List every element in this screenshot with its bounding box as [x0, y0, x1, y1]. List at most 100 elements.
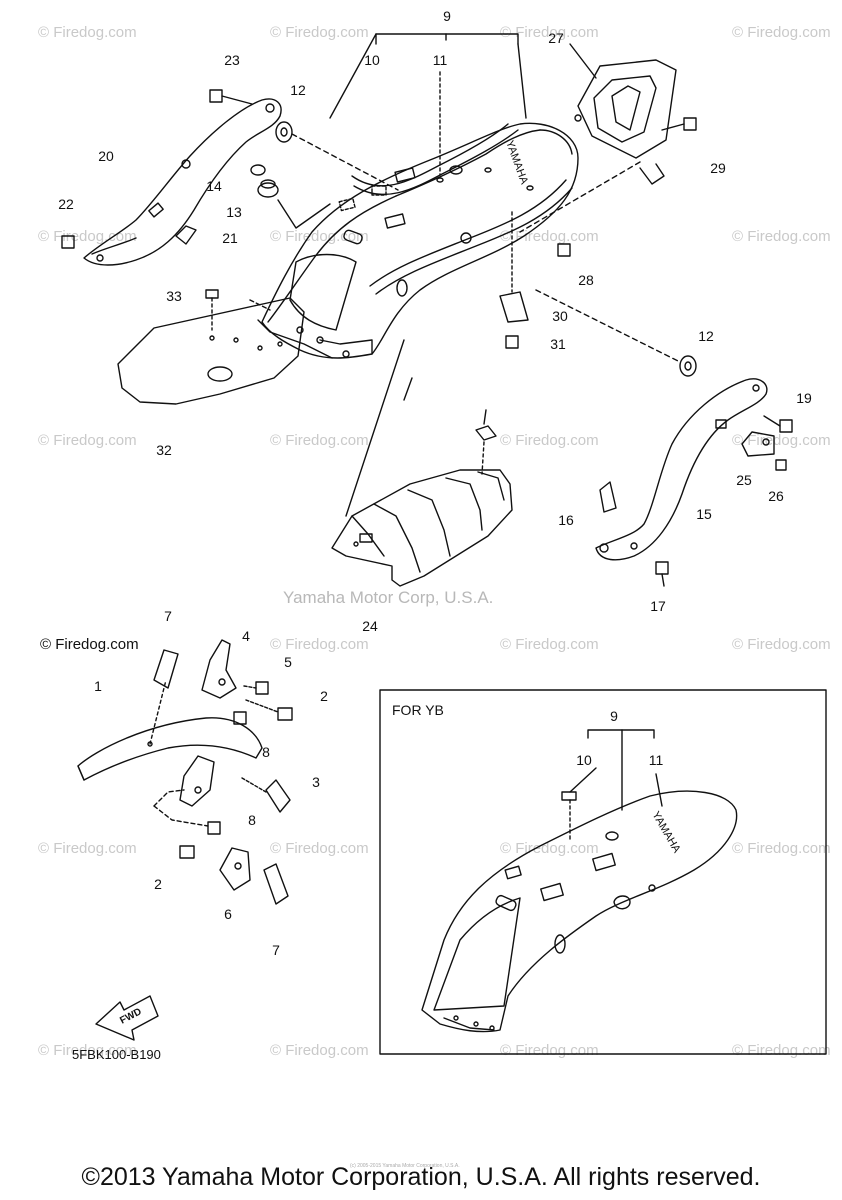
screw-32	[205, 289, 219, 331]
damper-12-left	[275, 121, 293, 143]
bracket-4	[201, 639, 237, 699]
watermark: © Firedog.com	[732, 432, 831, 449]
watermark: © Firedog.com	[732, 24, 831, 41]
leader	[153, 805, 209, 827]
watermark: © Firedog.com	[270, 432, 369, 449]
inset-callout-10: 10	[576, 752, 592, 768]
screw-25	[775, 459, 787, 471]
bolt-2-bottom	[179, 845, 195, 859]
brand-label: © Firedog.com	[40, 636, 139, 653]
left-grab-bar	[83, 98, 282, 266]
fender-decal-text: YAMAHA	[503, 139, 530, 187]
fastener-22	[209, 89, 253, 105]
bracket-29	[499, 291, 529, 323]
callout-10: 10	[364, 52, 380, 68]
callout-7-bottom: 7	[272, 942, 280, 958]
callout-22: 23	[224, 52, 240, 68]
callout-2-top: 2	[320, 688, 328, 704]
callout-32: 33	[166, 288, 182, 304]
callout-12-right: 12	[698, 328, 714, 344]
leader	[519, 161, 641, 233]
callout-24: 25	[736, 472, 752, 488]
watermark: © Firedog.com	[732, 840, 831, 857]
inset-decal-text: YAMAHA	[649, 810, 683, 856]
watermark: © Firedog.com	[38, 24, 137, 41]
callout-4: 4	[242, 628, 250, 644]
watermark: © Firedog.com	[500, 24, 599, 41]
callout-21: 22	[58, 196, 74, 212]
damper-12-right	[679, 355, 697, 377]
inset-panel-title: FOR YB	[392, 702, 444, 718]
fwd-arrow-icon	[95, 995, 159, 1041]
callout-16: 16	[558, 512, 574, 528]
callout-12: 12	[290, 82, 306, 98]
watermark: © Firedog.com	[270, 636, 369, 653]
plate-3	[265, 779, 291, 813]
leader	[153, 789, 185, 807]
clip-33	[475, 409, 497, 475]
tail-lamp	[574, 59, 677, 185]
callout-9: 9	[443, 8, 451, 24]
copyright-footer: ©2013 Yamaha Motor Corporation, U.S.A. A…	[81, 1163, 761, 1191]
watermark: © Firedog.com	[732, 636, 831, 653]
leader	[403, 377, 413, 401]
fastener-21	[61, 235, 75, 249]
watermark: © Firedog.com	[270, 840, 369, 857]
pad-16	[599, 481, 617, 513]
callout-18: 19	[796, 390, 812, 406]
right-grab-bar	[595, 378, 768, 561]
watermark: © Firedog.com	[500, 228, 599, 245]
rear-fender	[257, 122, 579, 359]
bolt-27	[557, 243, 571, 257]
callout-7-top: 7	[164, 608, 172, 624]
credit-watermark: Yamaha Motor Corp, U.S.A.	[283, 588, 494, 607]
watermark: © Firedog.com	[732, 1042, 831, 1059]
pad-20	[175, 225, 197, 245]
part-code: 5FBK100-B190	[72, 1047, 161, 1062]
callout-11: 11	[432, 52, 448, 68]
watermark: © Firedog.com	[500, 1042, 599, 1059]
callout-28: 29	[710, 160, 726, 176]
bolt-17	[655, 561, 669, 587]
callout-25: 26	[768, 488, 784, 504]
watermark: © Firedog.com	[270, 1042, 369, 1059]
callout-23: 24	[362, 618, 378, 634]
callout-14: 14	[206, 178, 222, 194]
callout-19: 20	[98, 148, 114, 164]
watermark: © Firedog.com	[270, 228, 369, 245]
callout-3: 3	[312, 774, 320, 790]
mud-flap	[117, 297, 305, 405]
callout-1: 1	[94, 678, 102, 694]
callout-30: 31	[550, 336, 566, 352]
callout-26: 27	[548, 30, 564, 46]
clamp-24	[741, 431, 775, 457]
fwd-label: FWD	[118, 1006, 143, 1026]
watermark: © Firedog.com	[38, 432, 137, 449]
callout-27: 28	[578, 272, 594, 288]
callout-29: 30	[552, 308, 568, 324]
leader	[291, 133, 399, 191]
leader	[249, 299, 271, 311]
leader	[345, 339, 405, 517]
leader	[535, 289, 681, 363]
spacer-7-bottom	[263, 863, 289, 905]
inner-fender	[331, 469, 513, 587]
callout-17: 17	[650, 598, 666, 614]
leader	[241, 777, 267, 793]
bolt-18	[763, 415, 793, 433]
callout-5: 5	[284, 654, 292, 670]
callout-2-bottom: 2	[154, 876, 162, 892]
leader	[569, 43, 597, 79]
nut-8-bottom	[207, 821, 221, 835]
watermark: © Firedog.com	[270, 24, 369, 41]
callout-6: 6	[224, 906, 232, 922]
watermark: © Firedog.com	[500, 840, 599, 857]
stay-front	[179, 755, 215, 807]
callout-20: 21	[222, 230, 238, 246]
watermark: © Firedog.com	[38, 840, 137, 857]
watermark: © Firedog.com	[500, 636, 599, 653]
spacer-7-top	[153, 649, 179, 689]
callout-8-top: 8	[262, 744, 270, 760]
watermark: © Firedog.com	[732, 228, 831, 245]
